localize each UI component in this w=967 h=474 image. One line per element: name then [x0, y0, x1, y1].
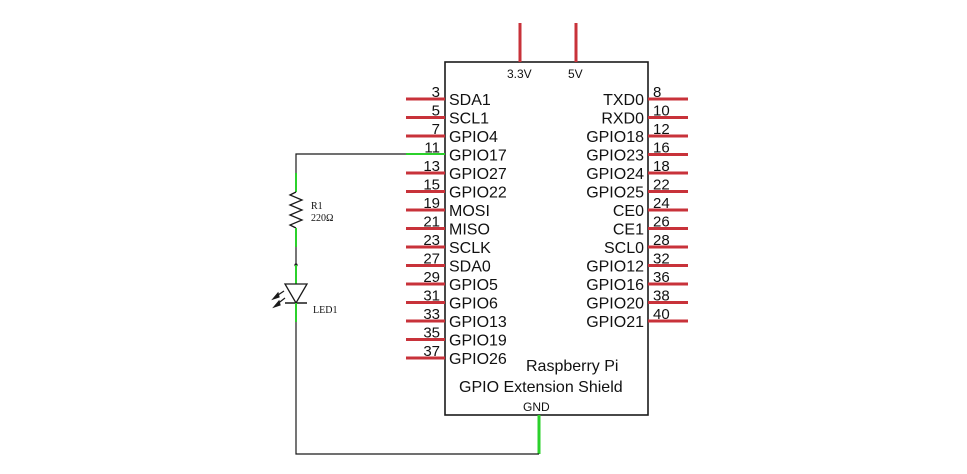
right-pin-label: RXD0: [601, 111, 644, 128]
left-pin-label: GPIO4: [449, 129, 498, 146]
left-pin-label: GPIO27: [449, 166, 507, 183]
right-pin-label: GPIO24: [586, 166, 644, 183]
right-pin-number: 24: [653, 195, 670, 212]
right-pin-label: SCL0: [604, 240, 644, 257]
left-pin-label: GPIO22: [449, 185, 507, 202]
power-label-5v: 5V: [568, 67, 583, 81]
right-pin-number: 36: [653, 269, 670, 286]
right-pin-number: 8: [653, 84, 661, 101]
right-pin-label: CE1: [613, 222, 644, 239]
right-pin-label: GPIO16: [586, 277, 644, 294]
left-pin-label: SCLK: [449, 240, 491, 257]
led-light-arrows: [271, 290, 286, 309]
left-pin-label: GPIO13: [449, 314, 507, 331]
left-pin-number: 37: [423, 343, 440, 360]
right-pin-label: GPIO21: [586, 314, 644, 331]
right-pin-label: TXD0: [603, 92, 644, 109]
led-ref: LED1: [313, 305, 337, 316]
right-pin-label: CE0: [613, 203, 644, 220]
board-title: Raspberry Pi: [526, 358, 618, 375]
left-pin-number: 29: [423, 269, 440, 286]
right-pin-group: 8TXD010RXD012GPIO1816GPIO2318GPIO2422GPI…: [586, 84, 688, 331]
right-pin-label: GPIO20: [586, 296, 644, 313]
right-pin-number: 38: [653, 288, 670, 305]
left-pin-number: 23: [423, 232, 440, 249]
gnd-label: GND: [523, 400, 550, 414]
left-pin-number: 15: [423, 177, 440, 194]
right-pin-label: GPIO23: [586, 148, 644, 165]
resistor-ref: R1: [311, 201, 323, 212]
power-label-3v3: 3.3V: [507, 67, 532, 81]
left-pin-number: 19: [423, 195, 440, 212]
board-subtitle: GPIO Extension Shield: [459, 379, 623, 396]
right-pin-label: GPIO18: [586, 129, 644, 146]
left-pin-label: GPIO6: [449, 296, 498, 313]
left-pin-number: 7: [432, 121, 440, 138]
left-pin-number: 5: [432, 103, 440, 120]
left-pin-label: SDA1: [449, 92, 491, 109]
left-pin-label: MISO: [449, 222, 490, 239]
left-pin-number: 27: [423, 251, 440, 268]
right-pin-number: 18: [653, 158, 670, 175]
right-pin-number: 32: [653, 251, 670, 268]
wire-led-to-gnd: [295, 322, 539, 455]
right-pin-number: 22: [653, 177, 670, 194]
right-pin-number: 10: [653, 103, 670, 120]
left-pin-label: GPIO26: [449, 351, 507, 368]
left-pin-number: 11: [424, 140, 440, 157]
left-pin-label: GPIO19: [449, 333, 507, 350]
left-pin-label: GPIO17: [449, 148, 507, 165]
right-pin-number: 26: [653, 214, 670, 231]
left-pin-number: 3: [432, 84, 440, 101]
left-pin-label: GPIO5: [449, 277, 498, 294]
left-pin-number: 21: [423, 214, 440, 231]
right-pin-label: GPIO12: [586, 259, 644, 276]
right-pin-number: 40: [653, 306, 670, 323]
left-pin-number: 35: [423, 325, 440, 342]
right-pin-number: 28: [653, 232, 670, 249]
resistor-symbol: [288, 191, 304, 229]
right-pin-number: 12: [653, 121, 670, 138]
left-pin-label: SDA0: [449, 259, 491, 276]
resistor-value: 220Ω: [311, 213, 333, 224]
left-pin-number: 31: [423, 288, 440, 305]
right-pin-number: 16: [653, 140, 670, 157]
right-pin-label: GPIO25: [586, 185, 644, 202]
chip-body: [444, 61, 649, 416]
wire-gpio17-to-resistor: [295, 153, 406, 173]
left-pin-label: SCL1: [449, 111, 489, 128]
left-pin-number: 13: [423, 158, 440, 175]
led-symbol: [283, 283, 309, 305]
left-pin-number: 33: [423, 306, 440, 323]
left-pin-label: MOSI: [449, 203, 490, 220]
left-pin-group: 3 SDA1 5 SCL1 7 GPIO4 11 GPIO17 13 GPIO27 15 GPIO22…: [406, 84, 507, 368]
